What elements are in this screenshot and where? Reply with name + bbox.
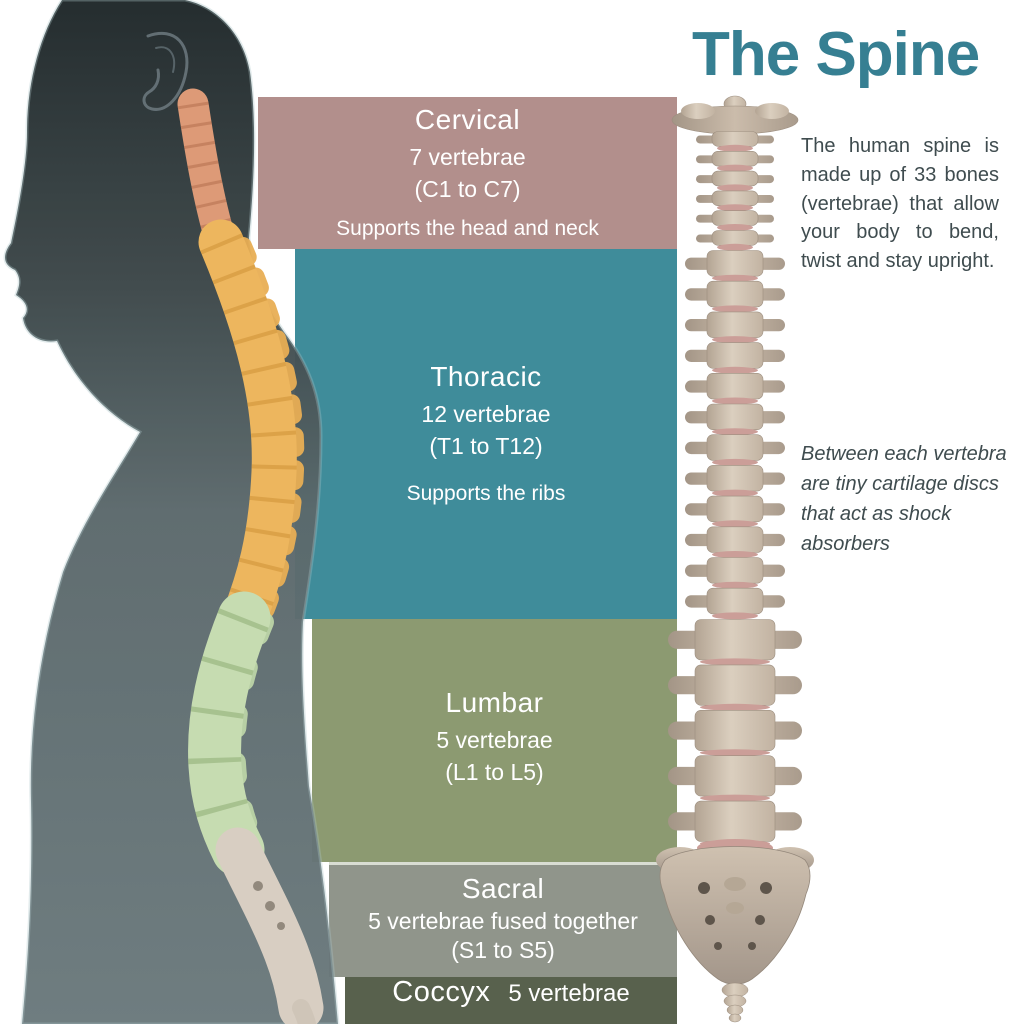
section-range: (C1 to C7) [414, 176, 521, 203]
thoracic-spine-segments [200, 233, 297, 627]
section-name: Lumbar [445, 687, 544, 719]
atlas-vertebra [671, 95, 799, 135]
section-band-coccyx: Coccyx 5 vertebrae [345, 976, 677, 1024]
sacral-foramen [253, 881, 263, 891]
section-name: Cervical [414, 104, 521, 136]
sacrum-highlight [215, 827, 324, 1024]
section-count: 7 vertebrae [409, 144, 526, 171]
section-band-lumbar: Lumbar 5 vertebrae (L1 to L5) [312, 619, 677, 862]
sacral-foramen [277, 922, 285, 930]
section-description: Supports the head and neck [336, 216, 599, 240]
intro-paragraph: The human spine is made up of 33 bones (… [801, 135, 999, 273]
section-band-sacral: Sacral 5 vertebrae fused together (S1 to… [329, 862, 677, 977]
section-name: Sacral [461, 873, 545, 905]
coccyx-highlight [292, 999, 316, 1024]
section-range: (S1 to S5) [451, 937, 555, 964]
section-count: 5 vertebrae fused together [368, 908, 638, 935]
section-name: Thoracic [430, 360, 542, 392]
vertebral-column [668, 131, 802, 847]
ear-icon [142, 31, 189, 111]
ear-inner-icon [155, 46, 175, 73]
thoracic-spine-highlight [198, 219, 297, 641]
spine-3d-illustration [656, 88, 830, 1024]
cartilage-note: Between each vertebra are tiny cartilage… [801, 443, 1007, 555]
section-band-thoracic: Thoracic 12 vertebrae (T1 to T12) Suppor… [295, 249, 677, 619]
human-silhouette-illustration [3, 0, 340, 1024]
section-count: 5 vertebrae [508, 980, 630, 1007]
lumbar-spine-segments [188, 608, 269, 862]
section-band-cervical: Cervical 7 vertebrae (C1 to C7) Supports… [258, 97, 677, 249]
lumbar-spine-highlight [188, 591, 271, 877]
section-count: 5 vertebrae [436, 727, 553, 754]
coccyx-bone [721, 982, 749, 1023]
page-title: The Spine [692, 20, 980, 89]
section-range: (L1 to L5) [445, 759, 544, 786]
section-description: Supports the ribs [406, 482, 566, 506]
section-count: 12 vertebrae [421, 400, 551, 427]
sacrum [656, 839, 814, 985]
section-name: Coccyx [392, 976, 491, 1008]
sacral-foramen [265, 901, 275, 911]
section-range: (T1 to T12) [429, 432, 543, 459]
